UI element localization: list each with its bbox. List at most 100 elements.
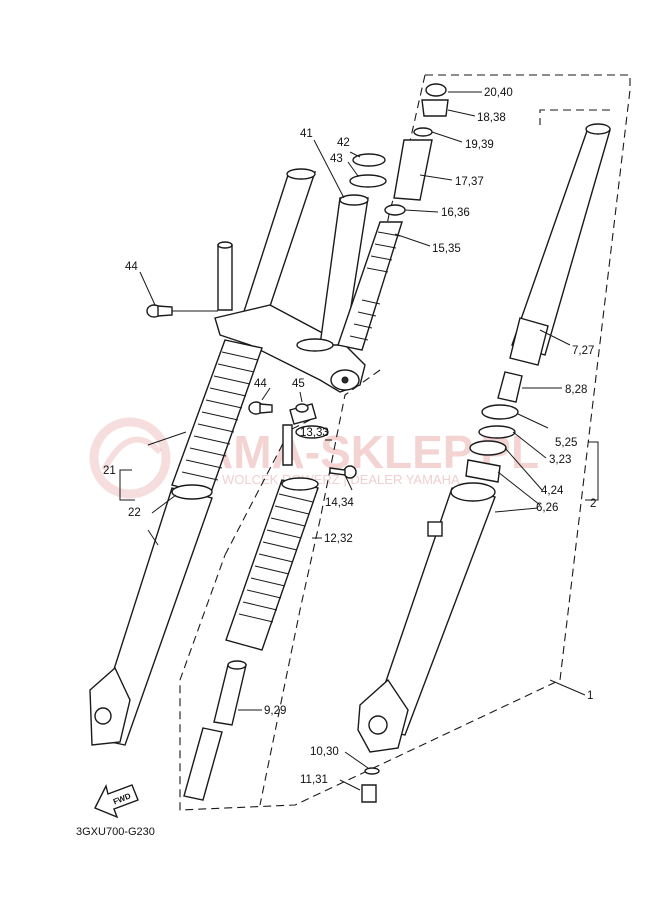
part-45 <box>289 403 317 425</box>
callout-13-33: 13,33 <box>300 427 329 439</box>
stem-bottom-collar <box>296 338 334 352</box>
left-outer-tube-top <box>171 484 213 500</box>
spring-15-35 <box>337 221 403 351</box>
part-43 <box>349 174 387 188</box>
steering-stem-top <box>339 194 369 206</box>
middle-boot-top <box>281 477 319 491</box>
leader-lines <box>119 91 599 791</box>
spring-coils <box>349 231 401 341</box>
callout-14-34: 14,34 <box>325 497 354 509</box>
callout-11-31: 11,31 <box>300 774 328 786</box>
part-42 <box>352 153 386 167</box>
bolt-44-mid <box>248 401 273 415</box>
part-45-boss <box>295 403 309 413</box>
inner-boundary-mid <box>259 369 381 806</box>
left-inner-tube-top <box>286 168 316 180</box>
right-rings <box>465 371 523 483</box>
left-axle-lug <box>89 666 131 746</box>
seat-16-36 <box>384 204 406 216</box>
callout-19-39: 19,39 <box>465 139 494 151</box>
clamp-bolt-hole <box>341 376 349 384</box>
pinch-bolt-left <box>217 241 233 311</box>
slide-bushing <box>509 317 549 366</box>
right-inner-tube-top <box>585 123 611 135</box>
damper-rod-head <box>227 660 247 670</box>
bolt-14-34-shank <box>329 467 346 476</box>
diagram-code: 3GXU700-G230 <box>76 826 155 838</box>
damper-rod-lower <box>183 727 223 801</box>
callout-10-30: 10,30 <box>310 746 339 758</box>
callout-42: 42 <box>337 137 350 149</box>
oil-seal-6-26 <box>465 459 501 483</box>
callout-1: 1 <box>587 690 593 702</box>
callout-9-29: 9,29 <box>264 705 286 717</box>
bolt-44-mid-shank <box>259 403 273 414</box>
right-inner-tube <box>509 123 611 366</box>
watermark-logo-ring <box>89 417 171 499</box>
callout-6-26: 6,26 <box>536 502 558 514</box>
callout-20-40: 20,40 <box>484 87 513 99</box>
callout-15-35: 15,35 <box>432 243 461 255</box>
left-axle-hole <box>94 707 112 725</box>
outer-tube-bracket <box>539 109 610 125</box>
bolt-14-34 <box>329 465 357 479</box>
right-axle-hole <box>368 715 388 735</box>
right-outer-tube-top <box>450 482 496 502</box>
bolt-44-top <box>146 304 173 318</box>
gasket-10-30 <box>364 767 380 775</box>
part-13-33-ring <box>295 425 329 439</box>
callout-18-38: 18,38 <box>477 112 506 124</box>
callout-41: 41 <box>300 128 313 140</box>
cap-bolt-18-38 <box>421 99 449 117</box>
under-bracket <box>214 194 369 393</box>
callout-21: 21 <box>103 465 116 477</box>
left-inner-tube <box>237 168 317 331</box>
pinch-bolt-top <box>217 241 233 249</box>
watermark-logo-swoosh <box>101 436 163 472</box>
seal-3-23 <box>478 425 516 439</box>
clip-4-24 <box>469 440 507 456</box>
pinch-bolt-shaft <box>217 244 233 311</box>
left-fork-boot <box>171 339 263 496</box>
left-inner-tube-body <box>237 171 317 331</box>
callout-labels: 20,40 18,38 19,39 17,37 16,36 15,35 41 4… <box>103 87 596 786</box>
callout-2: 2 <box>590 498 596 510</box>
left-outer-tube <box>89 484 213 746</box>
callout-44-mid: 44 <box>254 378 267 390</box>
fwd-arrow: FWD <box>94 783 139 819</box>
callout-44-top: 44 <box>125 261 138 273</box>
callout-5-25: 5,25 <box>555 437 577 449</box>
bushing-8-28 <box>497 371 523 403</box>
callout-8-28: 8,28 <box>565 384 587 396</box>
right-axle-lug <box>357 678 409 753</box>
cap-20-40 <box>425 83 447 97</box>
callout-43: 43 <box>330 153 343 165</box>
callout-12-32: 12,32 <box>324 533 353 545</box>
o-ring-19-39 <box>413 127 433 137</box>
inner-boundary-left <box>224 419 311 556</box>
middle-fork-boot <box>225 477 319 651</box>
washer-5-25 <box>481 404 519 420</box>
callout-7-27: 7,27 <box>572 345 594 357</box>
right-top-parts <box>337 83 449 351</box>
spacer-17-37 <box>393 139 433 201</box>
callout-22: 22 <box>128 507 141 519</box>
callout-17-37: 17,37 <box>455 176 484 188</box>
middle-fork-boot-ribs <box>238 493 314 623</box>
damper-rod-upper <box>213 664 247 726</box>
outer-leg-boundary <box>179 74 631 811</box>
part-13-33 <box>282 424 329 466</box>
callout-3-23: 3,23 <box>549 454 571 466</box>
middle-fork-boot-body <box>225 479 319 651</box>
left-fork-boot-ribs <box>181 351 259 481</box>
drain-parts <box>361 767 380 803</box>
fwd-arrow-icon <box>94 783 139 819</box>
part-13-33-rod <box>282 424 293 466</box>
callout-45: 45 <box>292 378 305 390</box>
right-outer-tube <box>357 482 496 753</box>
caliper-mount <box>427 521 443 537</box>
callout-4-24: 4,24 <box>541 485 564 497</box>
damper-rod <box>183 660 247 801</box>
